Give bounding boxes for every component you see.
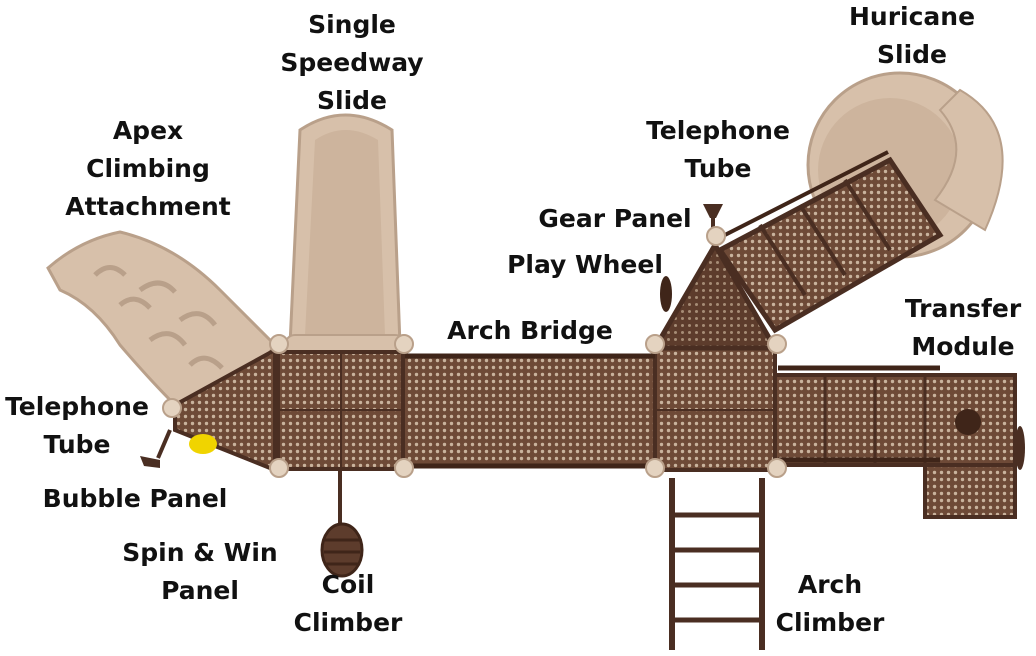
label-arch-bridge: Arch Bridge (447, 316, 613, 345)
label-telephone-tube-left: Telephone Tube (5, 392, 149, 459)
label-coil-climber: Coil Climber (293, 570, 403, 637)
label-single-speedway-slide: Single Speedway Slide (280, 10, 424, 115)
label-telephone-tube-top: Telephone Tube (646, 116, 790, 183)
telephone-tube-left-prop (140, 429, 172, 468)
huricane-slide-tube (714, 150, 944, 334)
label-huricane-slide: Huricane Slide (848, 2, 976, 69)
label-transfer-module: Transfer Module (904, 294, 1022, 361)
play-wheel-prop (660, 276, 672, 312)
transfer-module (773, 365, 1025, 519)
post-caps (162, 226, 787, 478)
apex-climbing-attachment (46, 230, 277, 407)
label-arch-climber: Arch Climber (775, 570, 885, 637)
coil-climber (320, 470, 364, 578)
label-apex-climbing-attachment: Apex Climbing Attachment (65, 116, 231, 221)
label-play-wheel: Play Wheel (507, 250, 663, 279)
label-gear-panel: Gear Panel (538, 204, 692, 233)
arch-climber (669, 478, 765, 650)
gear-panel-module (650, 240, 780, 351)
label-bubble-panel: Bubble Panel (42, 484, 228, 513)
bubble-panel-prop (189, 434, 217, 454)
label-spin-win-panel: Spin & Win Panel (122, 538, 278, 605)
main-deck (173, 346, 777, 473)
single-speedway-slide (284, 113, 406, 358)
